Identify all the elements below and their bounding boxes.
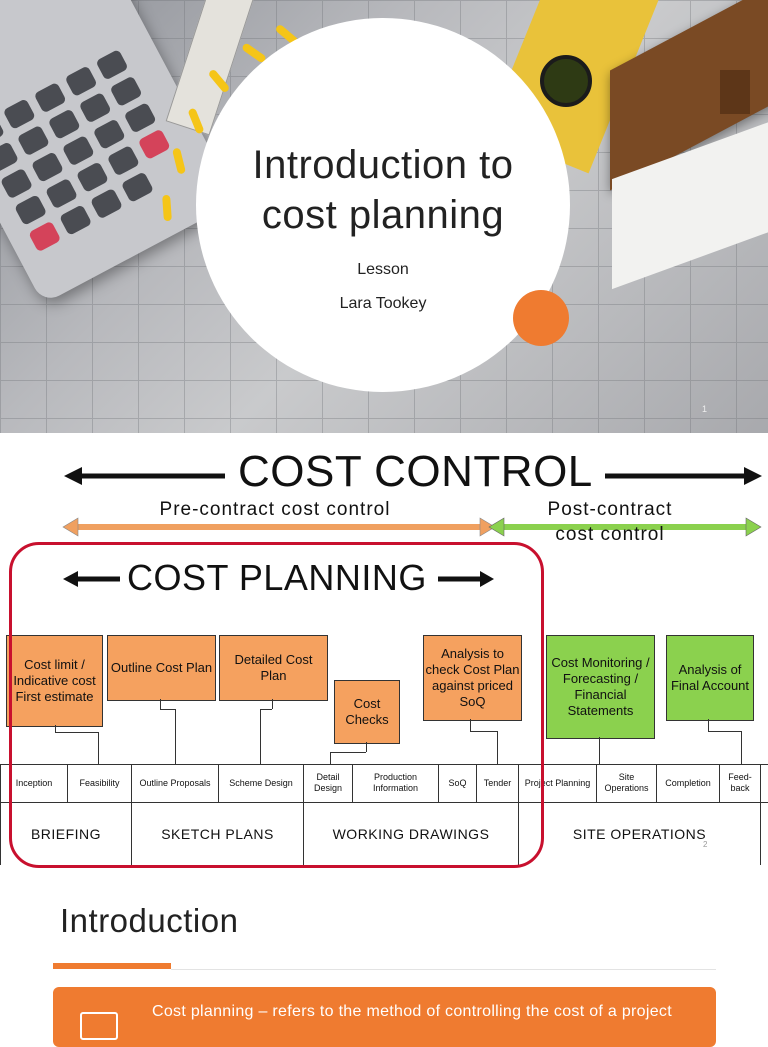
cost-monitoring-box: Cost Monitoring / Forecasting / Financia… [546,635,655,739]
table-mid-border [0,802,768,803]
cost-planning-outline [9,542,544,868]
level-bubble [540,55,592,107]
phase-cell: WORKING DRAWINGS [304,802,519,865]
connector [260,709,261,764]
definition-text: Cost planning – refers to the method of … [152,1003,672,1020]
connector [330,752,366,753]
slide-title: Introduction to cost planning [196,140,570,240]
final-account-box: Analysis of Final Account [666,635,754,721]
cost-control-heading: COST CONTROL [238,447,593,496]
stage-cell: SoQ [439,764,477,802]
introduction-heading: Introduction [60,902,239,939]
tape-dash [162,194,172,222]
connector [55,725,56,732]
stage-cell: Feasibility [68,764,132,802]
stage-cell: Inception [1,764,68,802]
table-left-border [0,764,1,865]
clipboard-icon [80,1012,118,1040]
house-model-chimney [720,70,750,114]
cost-limit-box: Cost limit / Indicative cost First estim… [6,635,103,727]
arrows-layer [62,467,762,587]
connector [497,731,498,764]
phase-cell: SKETCH PLANS [132,802,304,865]
stage-cell: Project Planning [519,764,597,802]
stage-cell: Completion [657,764,720,802]
analysis-soq-box: Analysis to check Cost Plan against pric… [423,635,522,721]
phase-cell: BRIEFING [1,802,132,865]
connector [366,742,367,752]
connector [330,752,331,764]
title-line-1: Introduction to [252,143,514,187]
heading-accent-bar [53,963,171,969]
subtitle: Lesson [357,261,409,278]
stage-cell: Production Information [353,764,439,802]
stage-cell: Scheme Design [219,764,304,802]
phase-cell: SITE OPERATIONS [519,802,761,865]
pre-contract-label: Pre-contract cost control [159,499,391,520]
connector [175,709,176,764]
cost-planning-heading: COST PLANNING [127,557,427,598]
detailed-cost-plan-box: Detailed Cost Plan [219,635,328,701]
connector [470,731,497,732]
cost-checks-box: Cost Checks [334,680,400,744]
post-contract-line-2: cost control [555,524,665,545]
connector [470,719,471,731]
connector [708,719,709,731]
connector [741,731,742,764]
author-name: Lara Tookey [339,295,427,312]
cost-control-diagram-slide: COST CONTROL Pre-contract cost control P… [0,433,768,868]
post-contract-label: Post-contract cost control [520,499,700,546]
title-circle [196,18,570,392]
orange-accent-dot [513,290,569,346]
connector [98,732,99,764]
connector [160,709,175,710]
stage-cell: Feed-back [720,764,761,802]
connector [272,699,273,709]
connector [55,732,98,733]
page-number: 2 [703,840,708,849]
connector [260,709,272,710]
stage-cell: Site Operations [597,764,657,802]
title-line-2: cost planning [261,193,505,237]
outline-cost-plan-box: Outline Cost Plan [107,635,216,701]
table-top-border [0,764,768,765]
stage-cell: Detail Design [304,764,353,802]
heading-divider [171,969,716,970]
stage-cell: Tender [477,764,519,802]
stage-cell: Outline Proposals [132,764,219,802]
connector [160,699,161,709]
title-slide: Introduction to cost planning Lesson Lar… [0,0,768,433]
introduction-slide: Introduction Cost planning – refers to t… [0,868,768,1047]
connector [599,737,600,764]
page-number: 1 [702,404,708,414]
post-contract-line-1: Post-contract [547,499,673,520]
connector [708,731,741,732]
